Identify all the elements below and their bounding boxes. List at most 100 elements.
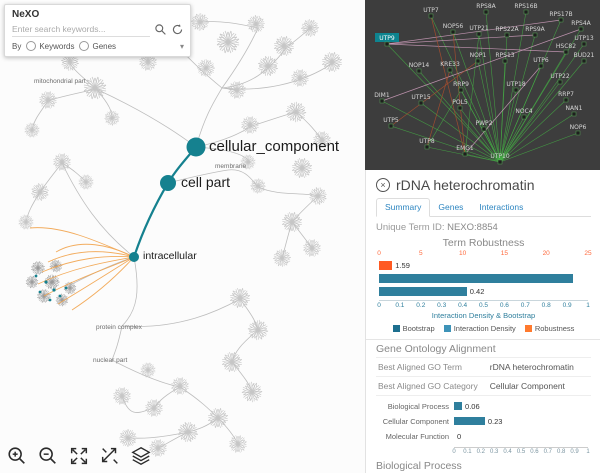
tab-interactions[interactable]: Interactions bbox=[479, 202, 524, 212]
gene-label[interactable]: RPS8A bbox=[476, 3, 496, 10]
gene-label[interactable]: NOC4 bbox=[515, 108, 532, 115]
node-cellular-component[interactable] bbox=[186, 137, 206, 157]
zoom-in-button[interactable] bbox=[6, 445, 28, 467]
node-label-membrane[interactable]: membrane bbox=[215, 163, 247, 170]
tab-summary[interactable]: Summary bbox=[376, 198, 431, 217]
gene-node[interactable] bbox=[563, 97, 569, 103]
cluster-term-nodes[interactable] bbox=[34, 274, 68, 302]
gene-node[interactable] bbox=[532, 32, 538, 38]
gene-label[interactable]: DIM1 bbox=[374, 92, 390, 99]
radio-keywords[interactable]: Keywords bbox=[26, 41, 74, 51]
gene-label[interactable]: NOP1 bbox=[470, 52, 487, 59]
gene-node[interactable] bbox=[557, 79, 563, 85]
gene-label[interactable]: UTP5 bbox=[383, 117, 399, 124]
gene-label[interactable]: EMG1 bbox=[456, 145, 474, 152]
network-edge bbox=[464, 65, 542, 155]
node-cell-part[interactable] bbox=[160, 175, 176, 191]
gene-label[interactable]: UTP22 bbox=[550, 73, 569, 80]
gene-label[interactable]: UTP18 bbox=[506, 81, 525, 88]
gene-node[interactable] bbox=[513, 87, 519, 93]
gene-node[interactable] bbox=[450, 29, 456, 35]
gene-node[interactable] bbox=[538, 63, 544, 69]
gene-node[interactable] bbox=[424, 144, 430, 150]
radio-keywords-circle[interactable] bbox=[26, 41, 37, 51]
gene-node[interactable] bbox=[447, 67, 453, 73]
gene-label[interactable]: RPS17B bbox=[549, 11, 572, 18]
gene-node[interactable] bbox=[497, 159, 503, 165]
gene-node[interactable] bbox=[575, 130, 581, 136]
gene-node[interactable] bbox=[571, 111, 577, 117]
gene-node[interactable] bbox=[379, 98, 385, 104]
gene-network-panel[interactable]: UTP10 EMG1 UTP8 UTP5 DIM1 UTP9 UTP7 RPS8A RPS16B… bbox=[365, 0, 600, 170]
gene-label[interactable]: RPS13 bbox=[495, 52, 514, 59]
gene-label[interactable]: UTP15 bbox=[411, 94, 430, 101]
gene-label[interactable]: RRP9 bbox=[453, 81, 469, 88]
gene-label[interactable]: KRE33 bbox=[440, 61, 460, 68]
gene-label[interactable]: BUD21 bbox=[574, 52, 595, 59]
tab-genes[interactable]: Genes bbox=[438, 202, 464, 212]
gene-node[interactable] bbox=[388, 123, 394, 129]
gene-node[interactable] bbox=[481, 126, 487, 132]
gene-label[interactable]: NOP6 bbox=[570, 124, 587, 131]
gene-node[interactable] bbox=[384, 41, 390, 47]
ontology-tree-panel[interactable]: cellular_component cell part intracellul… bbox=[0, 0, 365, 473]
gene-node[interactable] bbox=[581, 58, 587, 64]
node-label-cellular-component[interactable]: cellular_component bbox=[209, 138, 340, 155]
gene-node[interactable] bbox=[581, 41, 587, 47]
collapse-expand-button[interactable] bbox=[99, 445, 121, 467]
node-label-mitochondrial-part[interactable]: mitochondrial part bbox=[34, 78, 86, 85]
gene-label[interactable]: PWP2 bbox=[476, 120, 493, 127]
gene-node[interactable] bbox=[578, 26, 584, 32]
node-label-cell-part[interactable]: cell part bbox=[181, 174, 231, 190]
search-icon[interactable] bbox=[154, 23, 167, 36]
node-intracellular[interactable] bbox=[129, 252, 139, 262]
gene-label[interactable]: NOP56 bbox=[443, 23, 464, 30]
gene-label[interactable]: UTP6 bbox=[533, 57, 549, 64]
gene-node[interactable] bbox=[462, 151, 468, 157]
gene-node[interactable] bbox=[563, 49, 569, 55]
gene-label[interactable]: UTP9 bbox=[379, 35, 395, 42]
search-input[interactable] bbox=[12, 22, 150, 37]
gene-node[interactable] bbox=[521, 114, 527, 120]
gene-label[interactable]: HSC82 bbox=[556, 43, 576, 50]
gene-label[interactable]: UTP8 bbox=[419, 138, 435, 145]
radio-genes[interactable]: Genes bbox=[79, 41, 116, 51]
gene-label[interactable]: NAN1 bbox=[566, 105, 583, 112]
gene-node[interactable] bbox=[483, 9, 489, 15]
node-label-nuclear-part[interactable]: nuclear part bbox=[93, 357, 128, 364]
gene-node[interactable] bbox=[428, 13, 434, 19]
gene-label[interactable]: UTP21 bbox=[469, 25, 488, 32]
gene-node[interactable] bbox=[418, 100, 424, 106]
node-label-intracellular[interactable]: intracellular bbox=[143, 250, 197, 262]
gene-node[interactable] bbox=[416, 68, 422, 74]
gene-label[interactable]: UTP10 bbox=[490, 153, 509, 160]
gene-label[interactable]: RPS22A bbox=[495, 26, 519, 33]
gene-label[interactable]: UTP13 bbox=[574, 35, 593, 42]
network-edge bbox=[464, 33, 480, 155]
fit-screen-button[interactable] bbox=[68, 445, 90, 467]
gene-network-canvas[interactable]: UTP10 EMG1 UTP8 UTP5 DIM1 UTP9 UTP7 RPS8A RPS16B… bbox=[365, 0, 600, 170]
gene-node[interactable] bbox=[475, 58, 481, 64]
gene-node[interactable] bbox=[476, 31, 482, 37]
gene-node[interactable] bbox=[558, 17, 564, 23]
gene-node[interactable] bbox=[523, 9, 529, 15]
gene-label[interactable]: RPS9A bbox=[525, 26, 545, 33]
gene-node[interactable] bbox=[502, 58, 508, 64]
node-label-protein-complex[interactable]: protein complex bbox=[96, 324, 142, 331]
ontology-tree-canvas[interactable] bbox=[0, 0, 365, 473]
chevron-down-icon[interactable]: ▾ bbox=[179, 41, 184, 51]
gene-node[interactable] bbox=[458, 87, 464, 93]
gene-label[interactable]: NOP14 bbox=[409, 62, 430, 69]
gene-label[interactable]: RPS16B bbox=[514, 3, 537, 10]
gene-node[interactable] bbox=[504, 32, 510, 38]
gene-label[interactable]: UTP7 bbox=[423, 7, 439, 14]
layers-button[interactable] bbox=[130, 445, 152, 467]
gene-label[interactable]: POL5 bbox=[452, 99, 468, 106]
gene-node[interactable] bbox=[457, 105, 463, 111]
refresh-icon[interactable] bbox=[171, 23, 184, 36]
zoom-out-button[interactable] bbox=[37, 445, 59, 467]
close-icon[interactable]: × bbox=[376, 178, 390, 192]
gene-label[interactable]: RRP7 bbox=[558, 91, 574, 98]
gene-label[interactable]: RPS4A bbox=[571, 20, 591, 27]
radio-genes-circle[interactable] bbox=[79, 41, 90, 51]
